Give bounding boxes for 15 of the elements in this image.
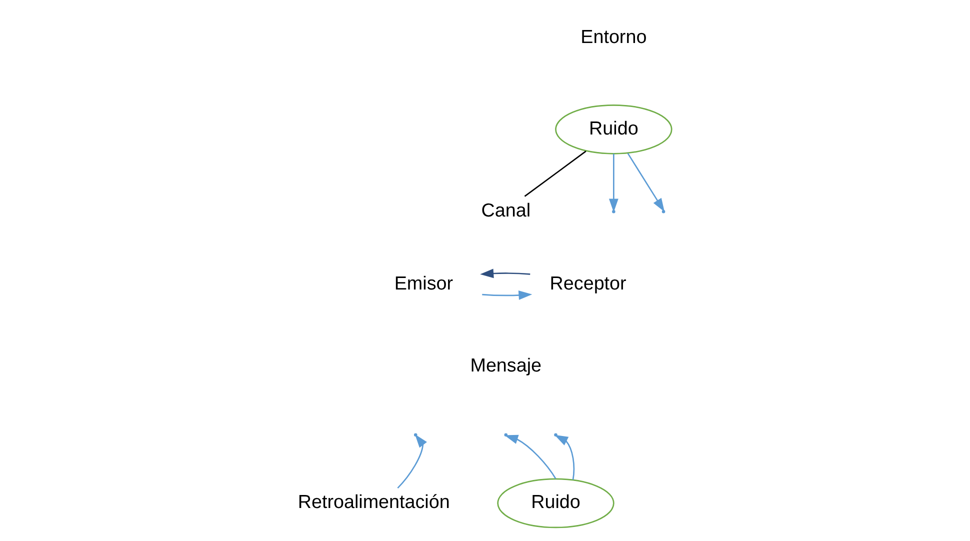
connector xyxy=(524,150,586,197)
node-text: Receptor xyxy=(550,272,626,294)
arrow xyxy=(554,434,575,480)
node-ellipse: Ruido xyxy=(555,104,672,154)
label: Entorno xyxy=(580,26,647,47)
node-ellipse: Ruido xyxy=(497,478,614,528)
node-text: Retroalimentación xyxy=(298,491,450,512)
node-text: Emisor xyxy=(394,272,454,294)
arrow xyxy=(482,290,532,300)
label: Mensaje xyxy=(470,354,542,376)
arrow xyxy=(480,268,530,278)
arrow xyxy=(627,152,665,212)
arrow xyxy=(608,154,618,212)
node-text: Canal xyxy=(481,200,531,221)
arrow xyxy=(504,434,556,480)
